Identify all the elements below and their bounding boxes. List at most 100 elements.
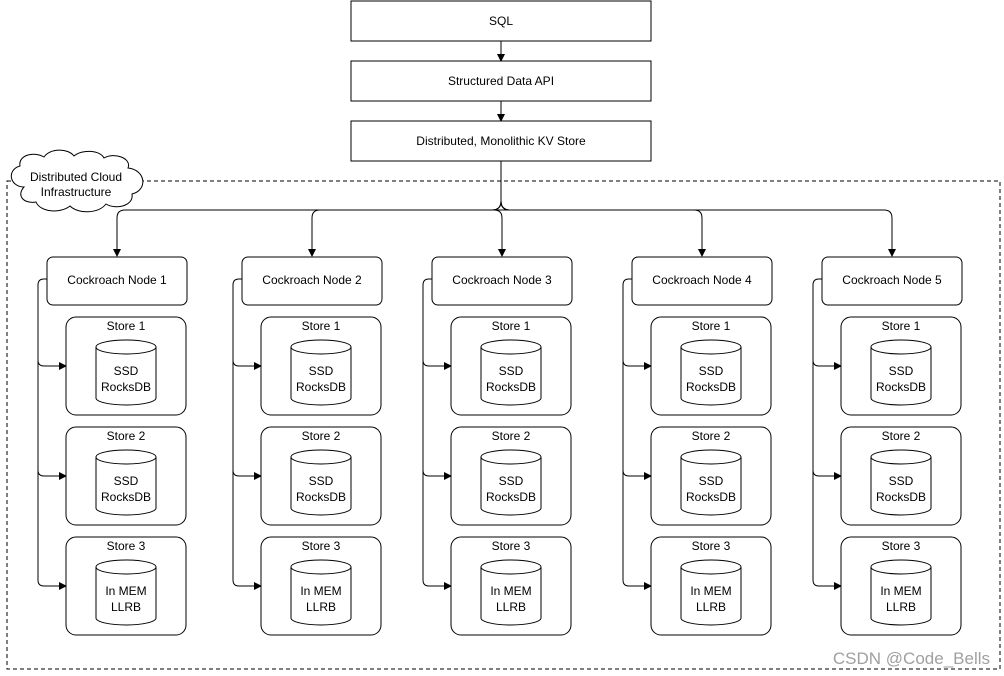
- database-cylinder-icon: [680, 449, 742, 516]
- store-label: Store 3: [107, 539, 146, 553]
- db-engine-label: LLRB: [696, 600, 726, 614]
- db-engine-label: RocksDB: [486, 380, 536, 394]
- kv-store-label: Distributed, Monolithic KV Store: [416, 134, 586, 148]
- cloud-label-line1: Distributed Cloud: [30, 170, 122, 184]
- database-cylinder-icon: [95, 559, 157, 626]
- store-connector: [622, 469, 652, 480]
- store-label: Store 2: [692, 429, 731, 443]
- db-type-label: SSD: [889, 364, 914, 378]
- db-engine-label: RocksDB: [486, 490, 536, 504]
- db-engine-label: LLRB: [886, 600, 916, 614]
- store-label: Store 2: [492, 429, 531, 443]
- db-type-label: SSD: [309, 474, 334, 488]
- store-connector: [232, 469, 262, 480]
- node-store-trunk: [422, 278, 432, 580]
- store-label: Store 2: [302, 429, 341, 443]
- store-label: Store 1: [492, 319, 531, 333]
- database-cylinder-icon: [290, 449, 352, 516]
- store-2: Store 2 SSD RocksDB: [260, 426, 382, 526]
- connector-to-node-2: [308, 200, 502, 257]
- node-title: Cockroach Node 4: [652, 273, 752, 287]
- node-store-trunk: [232, 278, 242, 580]
- db-engine-label: LLRB: [496, 600, 526, 614]
- node-box: [241, 256, 383, 306]
- store-connector: [37, 359, 67, 370]
- db-type-label: SSD: [699, 364, 724, 378]
- store-label: Store 3: [882, 539, 921, 553]
- store-1: Store 1 SSD RocksDB: [650, 316, 772, 416]
- db-type-label: SSD: [114, 364, 139, 378]
- node-title: Cockroach Node 5: [842, 273, 942, 287]
- node-title: Cockroach Node 3: [452, 273, 552, 287]
- db-type-label: SSD: [699, 474, 724, 488]
- structured-data-api-label: Structured Data API: [448, 74, 554, 88]
- store-2: Store 2 SSD RocksDB: [840, 426, 962, 526]
- db-engine-label: RocksDB: [686, 380, 736, 394]
- node-box: [631, 256, 773, 306]
- database-cylinder-icon: [480, 449, 542, 516]
- store-label: Store 1: [302, 319, 341, 333]
- db-type-label: In MEM: [880, 584, 921, 598]
- db-engine-label: RocksDB: [876, 490, 926, 504]
- db-type-label: SSD: [499, 474, 524, 488]
- node-box: [431, 256, 573, 306]
- db-engine-label: RocksDB: [296, 490, 346, 504]
- kv-to-nodes-connectors: [113, 161, 896, 257]
- node-box: [821, 256, 963, 306]
- connector-to-node-5: [500, 200, 896, 257]
- store-connector: [232, 579, 262, 590]
- store-2: Store 2 SSD RocksDB: [65, 426, 187, 526]
- store-connector: [422, 359, 452, 370]
- store-3: Store 3 In MEM LLRB: [65, 536, 187, 636]
- db-type-label: SSD: [309, 364, 334, 378]
- node-title: Cockroach Node 2: [262, 273, 362, 287]
- store-label: Store 1: [882, 319, 921, 333]
- store-connector: [812, 469, 842, 480]
- store-connector: [812, 359, 842, 370]
- store-label: Store 2: [882, 429, 921, 443]
- database-cylinder-icon: [290, 559, 352, 626]
- store-2: Store 2 SSD RocksDB: [450, 426, 572, 526]
- store-3: Store 3 In MEM LLRB: [650, 536, 772, 636]
- db-engine-label: LLRB: [111, 600, 141, 614]
- database-cylinder-icon: [680, 339, 742, 406]
- store-connector: [37, 469, 67, 480]
- cloud-infrastructure-boundary: [6, 180, 1001, 670]
- store-connector: [232, 359, 262, 370]
- connector-to-node-1: [113, 200, 502, 257]
- store-label: Store 3: [492, 539, 531, 553]
- db-type-label: SSD: [114, 474, 139, 488]
- database-cylinder-icon: [480, 559, 542, 626]
- db-engine-label: RocksDB: [101, 380, 151, 394]
- db-engine-label: LLRB: [306, 600, 336, 614]
- store-label: Store 2: [107, 429, 146, 443]
- store-label: Store 1: [692, 319, 731, 333]
- node-store-trunk: [37, 278, 47, 580]
- node-title: Cockroach Node 1: [67, 273, 167, 287]
- db-type-label: In MEM: [105, 584, 146, 598]
- store-connector: [622, 359, 652, 370]
- db-type-label: In MEM: [690, 584, 731, 598]
- store-label: Store 1: [107, 319, 146, 333]
- sql-box: [350, 0, 652, 42]
- database-cylinder-icon: [95, 339, 157, 406]
- db-type-label: SSD: [889, 474, 914, 488]
- db-engine-label: RocksDB: [296, 380, 346, 394]
- db-engine-label: RocksDB: [101, 490, 151, 504]
- database-cylinder-icon: [870, 449, 932, 516]
- database-cylinder-icon: [870, 559, 932, 626]
- store-label: Store 3: [692, 539, 731, 553]
- database-cylinder-icon: [290, 339, 352, 406]
- store-connector: [622, 579, 652, 590]
